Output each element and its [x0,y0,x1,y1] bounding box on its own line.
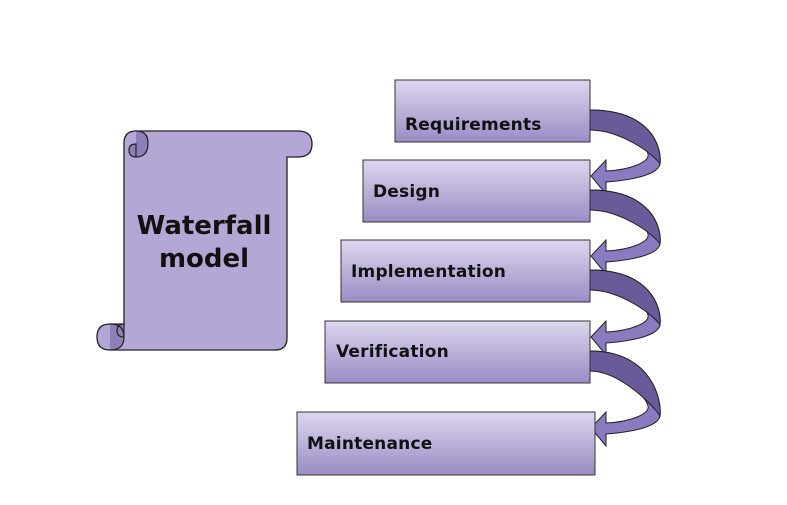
stage-box-design [362,159,591,223]
scroll-shape [96,130,313,351]
stage-label-maintenance: Maintenance [307,434,433,454]
diagram-title: Waterfall model [126,210,282,276]
title-line-1: Waterfall [136,211,272,241]
stage-box-verification [324,320,591,384]
title-line-2: model [158,244,250,274]
stage-box-maintenance [296,411,596,476]
flow-arrow-band-implementation [589,269,661,327]
stage-box-requirements [394,79,591,143]
stage-box-implementation [340,239,591,303]
stage-label-verification: Verification [336,342,449,362]
flow-arrow-band-requirements [589,109,661,166]
stage-label-requirements: Requirements [405,115,542,135]
stage-label-implementation: Implementation [351,262,507,282]
flow-arrow-band-verification [589,350,661,418]
stage-label-design: Design [373,182,441,202]
flow-arrow-band-design [589,189,661,246]
